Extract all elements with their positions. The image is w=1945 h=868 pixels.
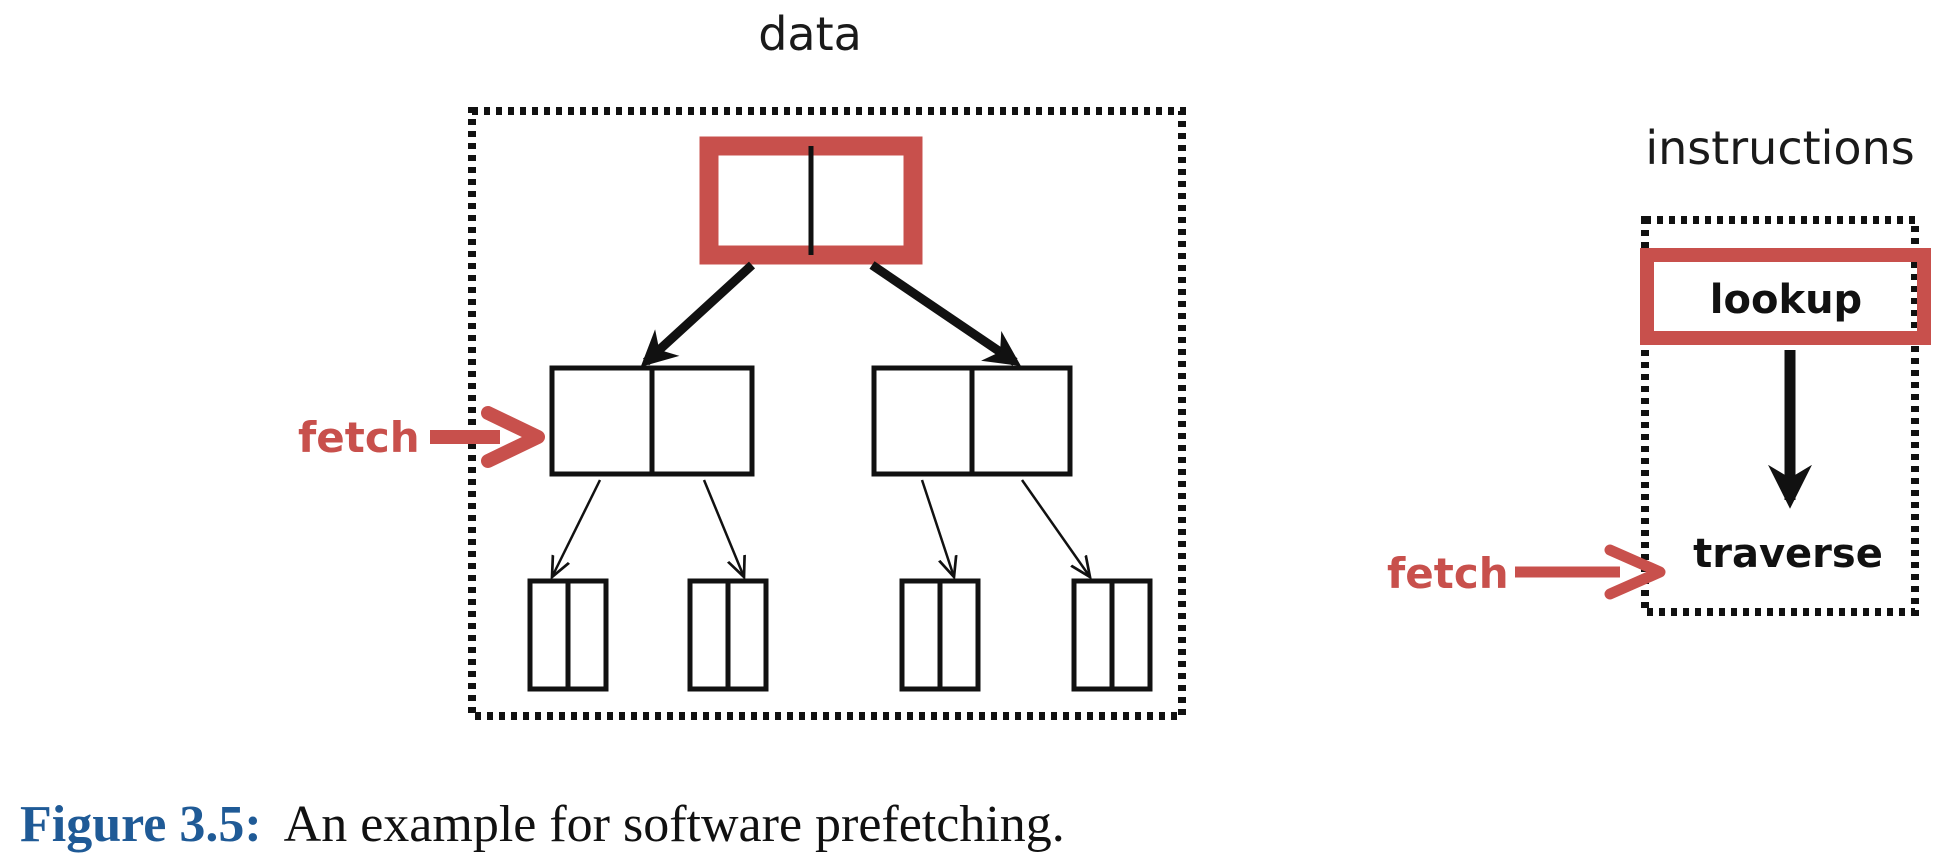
fetch-label-data: fetch xyxy=(298,413,420,462)
traverse-label: traverse xyxy=(1693,531,1883,577)
figure-caption: Figure 3.5: An example for software prefe… xyxy=(20,795,1065,854)
caption-label: Figure 3.5: xyxy=(20,796,262,853)
fetch-arrow-instructions xyxy=(1515,544,1666,600)
arrow-to-leaf xyxy=(920,479,954,577)
fetch-arrow-data xyxy=(430,406,545,468)
leaf-node xyxy=(687,578,769,692)
arrow-root-to-left xyxy=(640,261,756,367)
software-prefetching-diagram: data fetch instruc xyxy=(298,7,1931,720)
leaf-node xyxy=(1071,578,1153,692)
data-dotted-boundary xyxy=(468,107,1186,720)
left-child-node xyxy=(549,365,755,477)
lookup-label: lookup xyxy=(1710,277,1862,323)
arrow-to-leaf xyxy=(702,479,744,577)
arrow-to-leaf xyxy=(552,479,602,577)
caption-text: An example for software prefetching. xyxy=(283,796,1065,853)
root-node xyxy=(699,136,923,265)
instructions-title: instructions xyxy=(1645,121,1914,175)
leaf-node xyxy=(899,578,981,692)
lookup-box xyxy=(1640,248,1931,345)
instructions-dotted-boundary xyxy=(1641,216,1919,616)
data-title: data xyxy=(758,7,862,61)
right-child-node xyxy=(871,365,1073,477)
fetch-label-instructions: fetch xyxy=(1387,549,1509,598)
arrow-to-leaf xyxy=(1020,479,1090,577)
arrow-root-to-right xyxy=(869,261,1021,367)
leaf-node xyxy=(527,578,609,692)
